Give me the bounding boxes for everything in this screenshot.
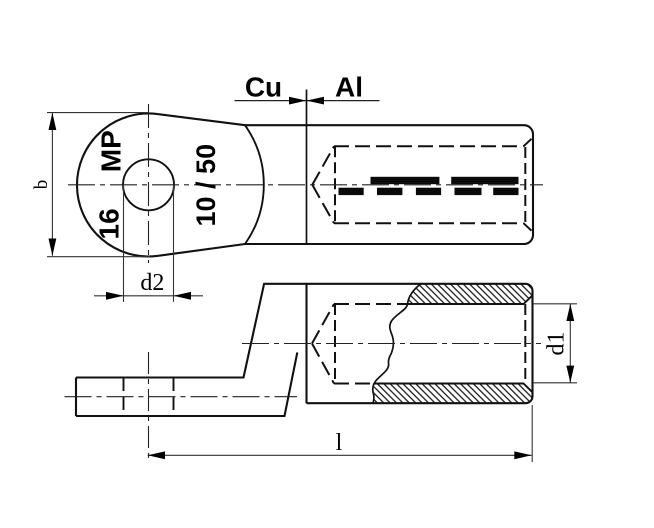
svg-text:MP: MP — [96, 130, 127, 172]
svg-text:b: b — [31, 180, 52, 190]
svg-text:d2: d2 — [140, 270, 164, 296]
svg-text:Cu: Cu — [245, 72, 282, 103]
svg-text:10 / 50: 10 / 50 — [191, 144, 221, 227]
svg-text:Al: Al — [335, 72, 363, 103]
svg-text:l: l — [336, 430, 343, 456]
svg-text:16: 16 — [94, 208, 125, 239]
svg-text:d1: d1 — [544, 332, 570, 356]
